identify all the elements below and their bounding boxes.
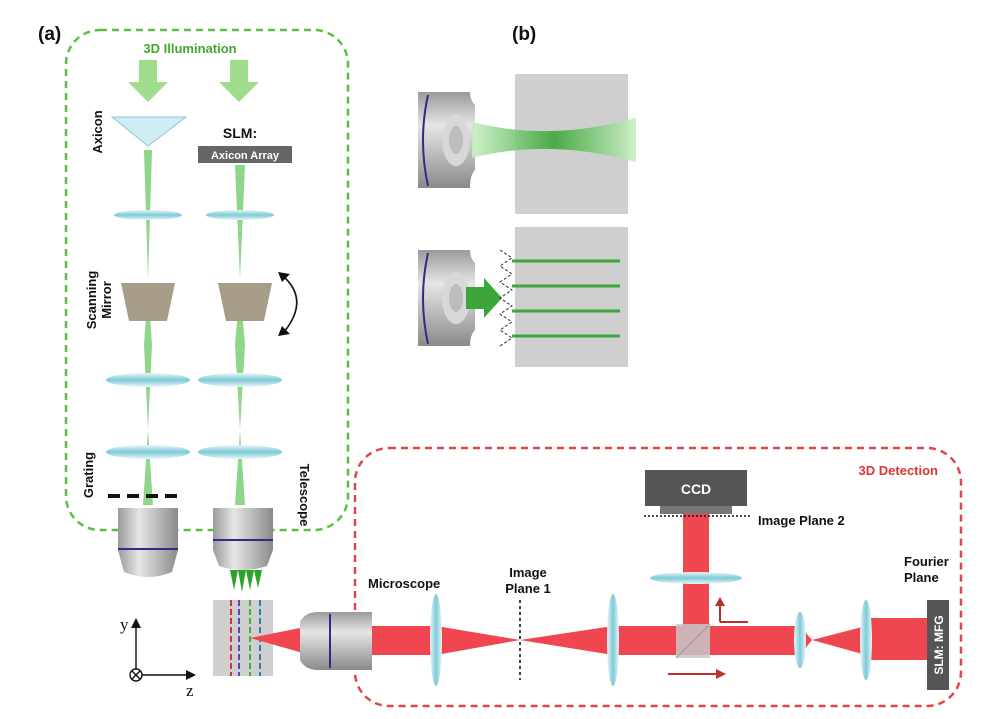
image-plane-1-label-2: Plane 1 [505, 581, 551, 596]
objective-left [118, 508, 178, 577]
b-bessel-array [512, 259, 620, 338]
scanning-mirror-left [121, 283, 175, 321]
detection-lens-3 [794, 612, 806, 668]
detection-lens-1 [430, 594, 442, 686]
lens-right-3 [198, 445, 282, 459]
microscope-label: Microscope [368, 576, 440, 591]
lens-right-1 [206, 210, 274, 220]
panel-a-label: (a) [38, 24, 61, 45]
detection-objective [300, 612, 372, 670]
rotation-arrow-icon [282, 275, 298, 333]
input-arrow-right [219, 60, 259, 102]
b-bottom-objective [418, 250, 475, 346]
image-plane-1-label-1: Image [509, 565, 547, 580]
panel-b-label: (b) [512, 24, 536, 45]
b-green-arrow [466, 278, 502, 318]
input-arrow-left [128, 60, 168, 102]
grating-label: Grating [81, 452, 96, 498]
axicon-prism [110, 116, 188, 147]
detection-lens-2 [607, 594, 619, 686]
direction-arrows [668, 604, 748, 675]
scanning-mirror-right [218, 283, 272, 321]
lens-left-1 [114, 210, 182, 220]
coordinate-axes [129, 618, 196, 682]
telescope-label: Telescope [297, 464, 312, 527]
green-beam-right [235, 165, 245, 505]
b-axicon-array [499, 249, 513, 347]
illumination-box [64, 28, 350, 532]
z-axis-label: z [186, 681, 194, 700]
ccd-camera [645, 470, 747, 506]
b-bottom-sample [515, 227, 628, 367]
mirror-label: Mirror [99, 281, 114, 319]
fourier-label-2: Plane [904, 570, 939, 585]
lens-left-2 [106, 373, 190, 387]
lens-right-2 [198, 373, 282, 387]
detection-box [353, 446, 963, 708]
axicon-array-box [198, 146, 292, 163]
slm-label: SLM: [223, 125, 257, 141]
axicon-array-label: Axicon Array [211, 150, 280, 162]
ccd-label: CCD [681, 481, 711, 497]
b-bessel-beam [472, 118, 636, 162]
detection-lens-4 [860, 600, 872, 680]
y-axis-label: y [120, 615, 129, 634]
slm-mfg-label: SLM: MFG [932, 615, 946, 674]
scanning-label: Scanning [84, 271, 99, 330]
objective-right [213, 508, 273, 570]
slm-mfg-panel [927, 600, 949, 690]
image-plane-2-label: Image Plane 2 [758, 513, 845, 528]
ccd-lens [650, 572, 742, 584]
illumination-title: 3D Illumination [143, 41, 236, 56]
lens-left-3 [106, 445, 190, 459]
detection-title: 3D Detection [859, 463, 939, 478]
green-cones [230, 570, 262, 592]
b-top-objective [418, 92, 475, 188]
axicon-label: Axicon [90, 110, 105, 153]
fourier-label-1: Fourier [904, 554, 949, 569]
